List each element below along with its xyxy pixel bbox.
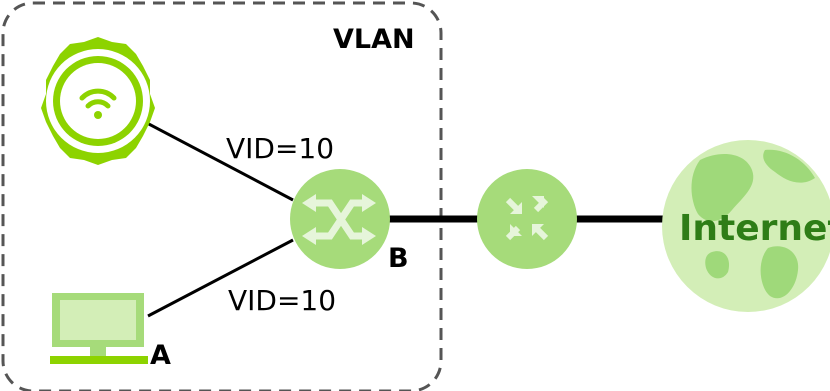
switch-label: B	[388, 243, 409, 274]
internet-label: Internet	[679, 208, 830, 249]
link-label-ap: VID=10	[226, 132, 334, 165]
router-icon	[477, 169, 577, 269]
switch-icon	[290, 169, 390, 269]
link-pc-switch	[147, 238, 294, 318]
wifi-access-point-icon	[41, 37, 155, 165]
pc-label: A	[150, 340, 171, 371]
globe-icon	[662, 140, 830, 312]
link-ap-switch	[144, 120, 294, 202]
vlan-label: VLAN	[333, 24, 415, 55]
vlan-boundary	[1, 1, 443, 391]
monitor-icon	[50, 293, 148, 364]
link-label-pc: VID=10	[228, 284, 336, 317]
